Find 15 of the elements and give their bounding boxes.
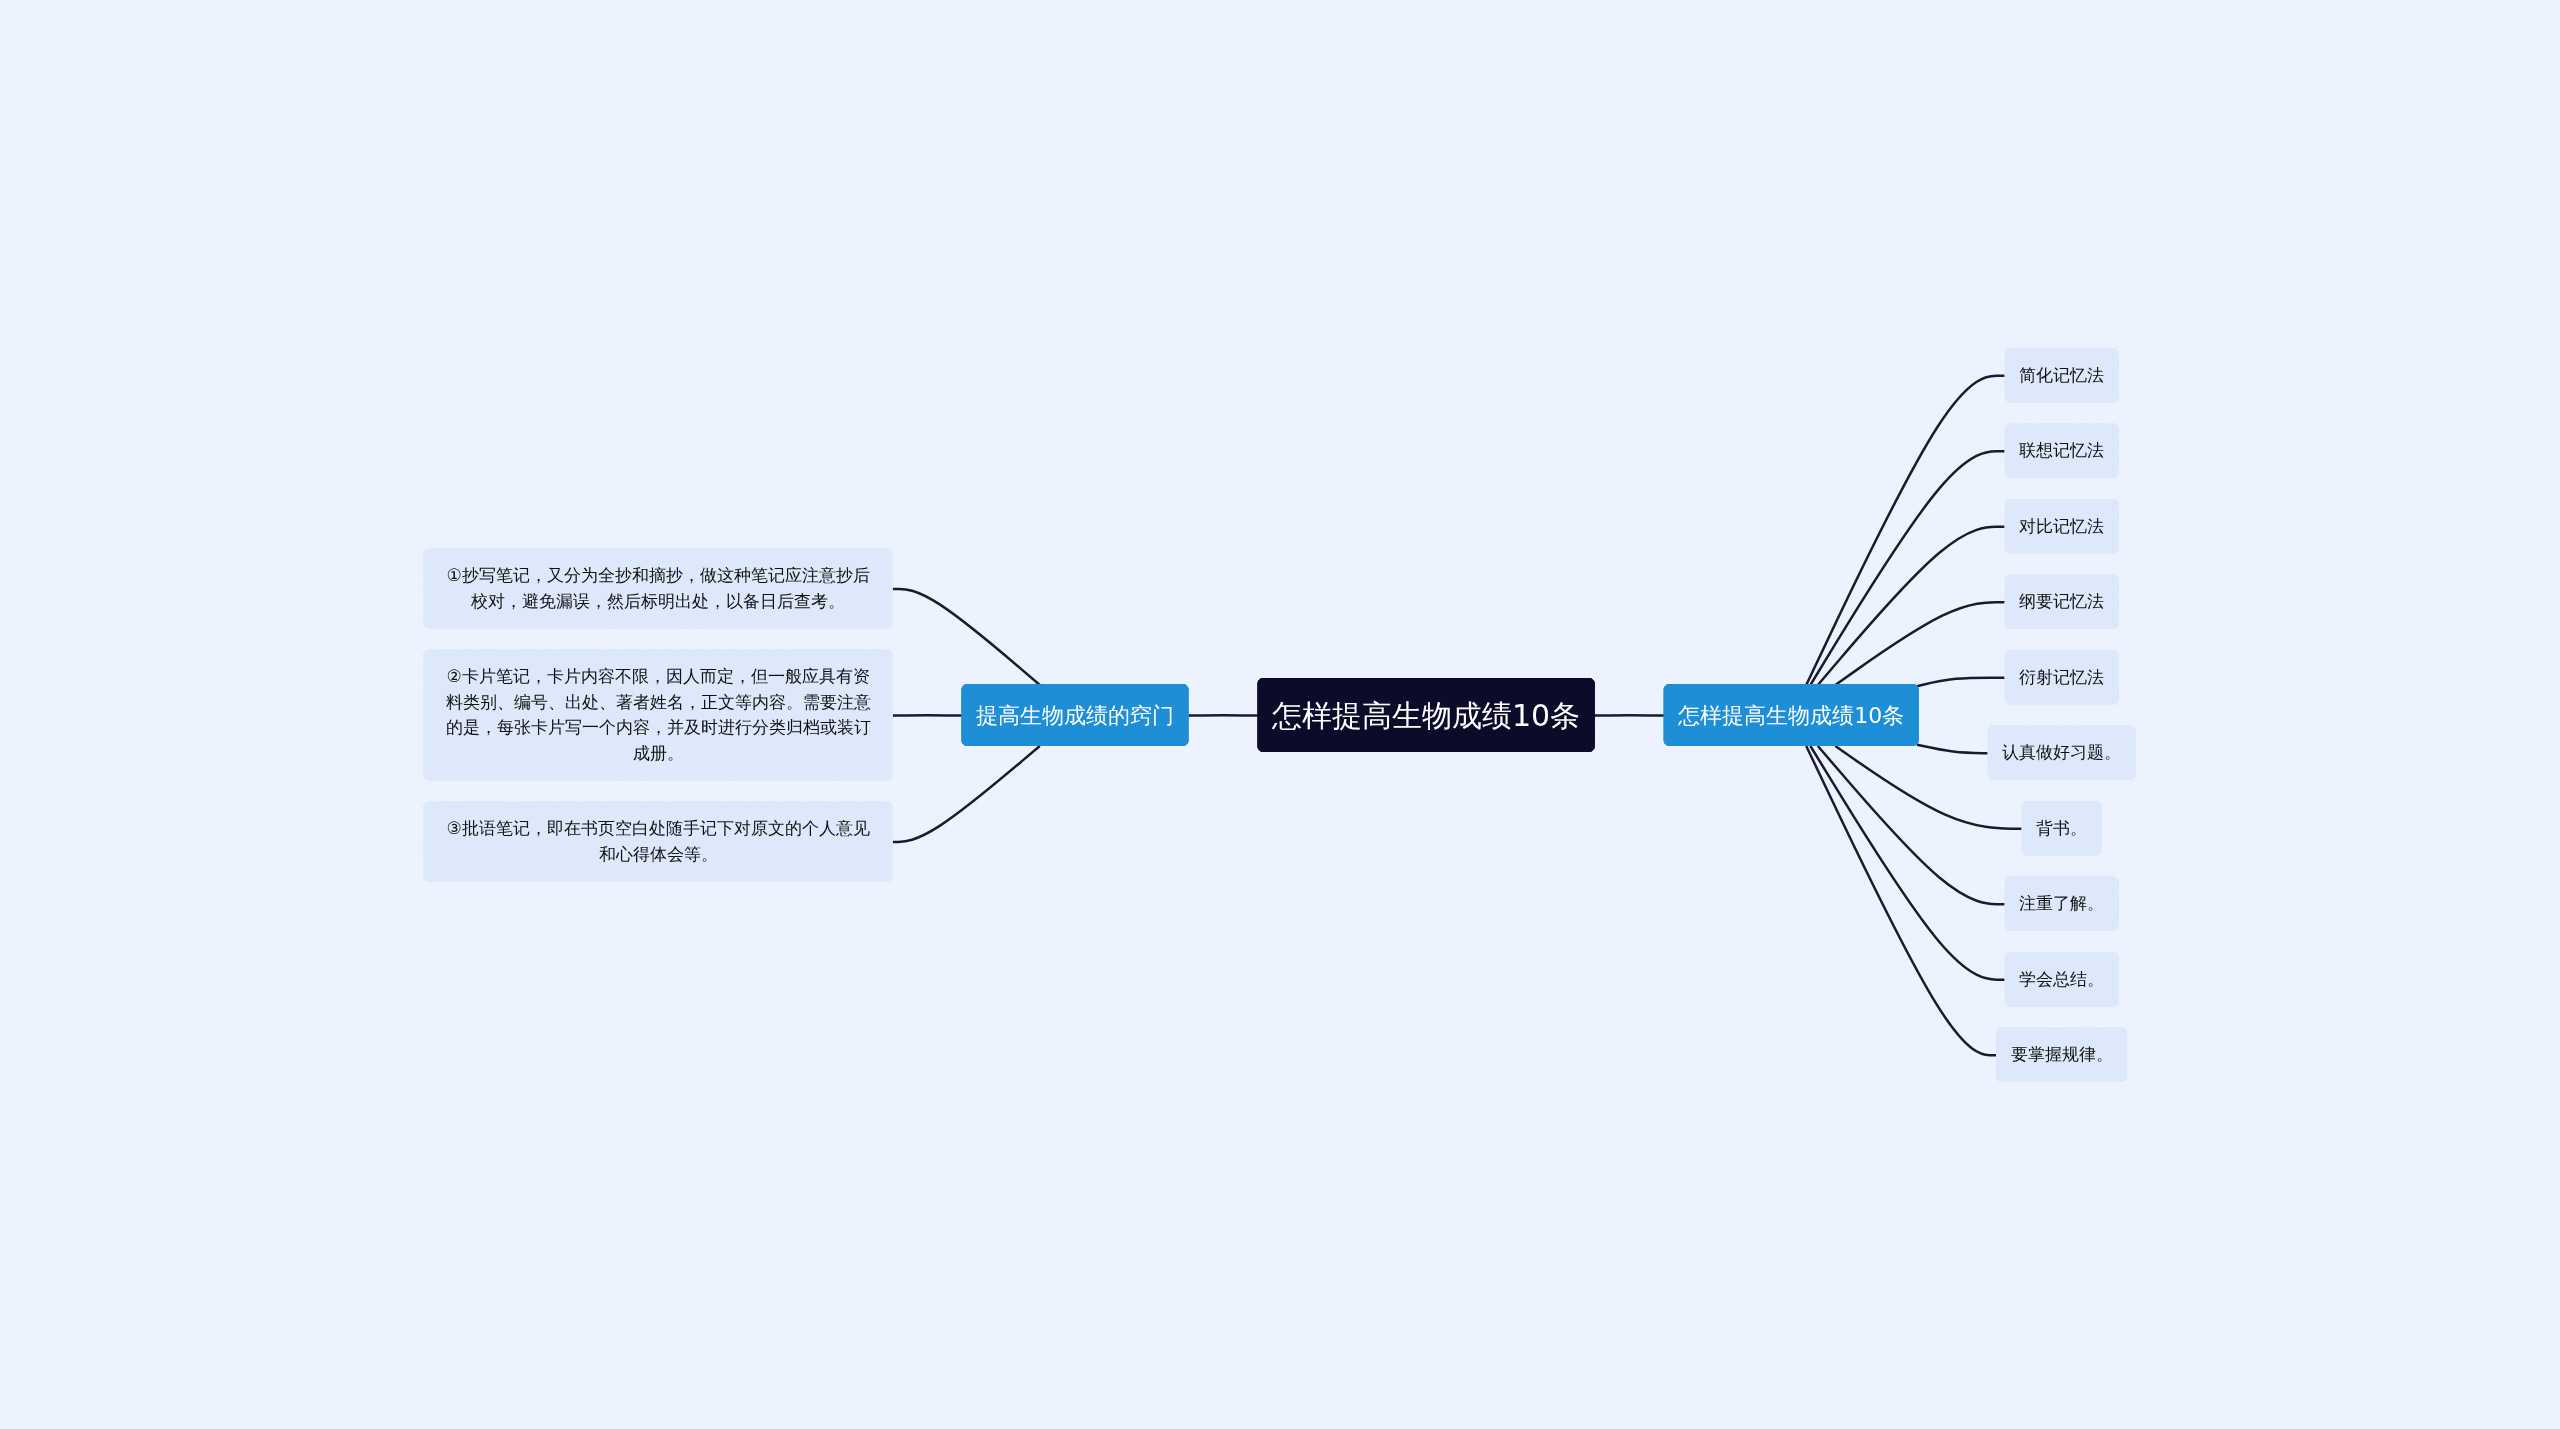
connector: [1917, 675, 2007, 687]
connector: [892, 713, 963, 717]
connector: [1817, 744, 2007, 905]
connector: [1917, 743, 1990, 754]
connector: [1809, 744, 2007, 981]
connector: [1835, 600, 2007, 686]
connector: [892, 587, 1042, 686]
connector: [1817, 524, 2007, 686]
connector: [892, 744, 1042, 843]
connector: [1188, 713, 1259, 717]
connector: [1595, 713, 1666, 717]
connector: [1805, 373, 2007, 686]
connector: [1809, 449, 2007, 686]
connector: [1805, 744, 1998, 1056]
connector: [1835, 744, 2024, 830]
